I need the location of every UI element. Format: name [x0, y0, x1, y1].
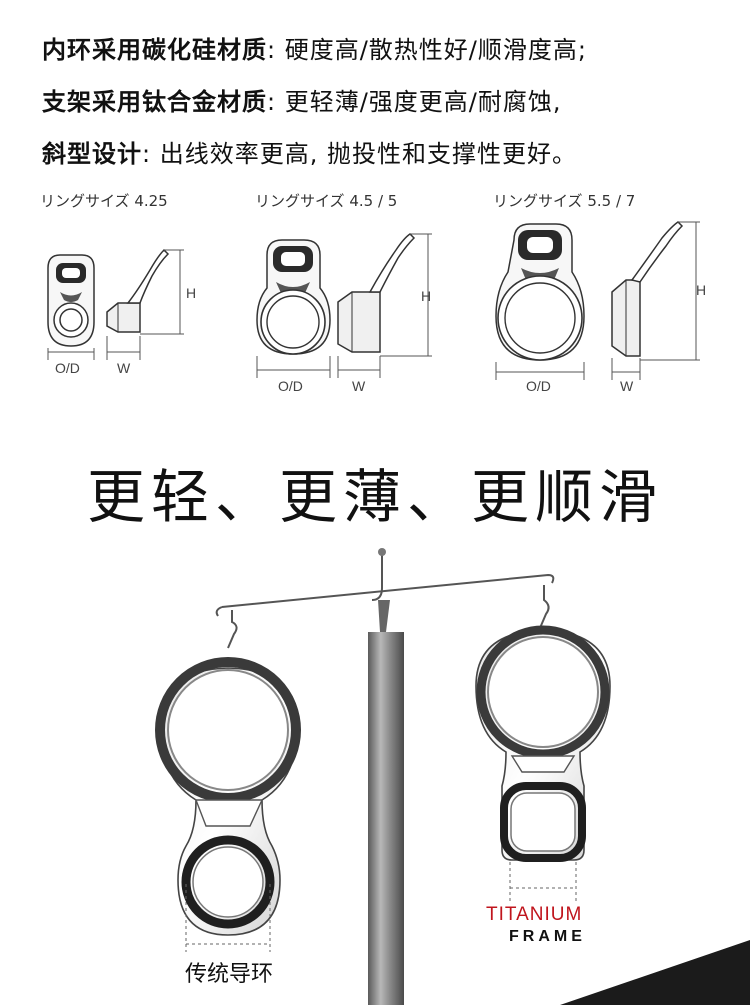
top-hook: [371, 552, 383, 601]
h-label-1: H: [186, 285, 197, 301]
od-label-1: O/D: [55, 360, 80, 376]
left-hanger: [227, 610, 238, 649]
ring-diagram-medium-side: [337, 233, 416, 353]
ring-diagram-large-front: [495, 223, 585, 361]
h-label-2: H: [421, 288, 432, 304]
headline: 更轻、更薄、更顺滑: [86, 463, 663, 531]
dimension-lines-3: [495, 221, 700, 380]
spec-line-1: 内环采用碳化硅材质: 硬度高/散热性好/顺滑度高;: [42, 30, 587, 65]
right-hanger: [539, 585, 550, 629]
ring-diagram-large-side: [611, 221, 684, 357]
spec-label: 斜型设计: [42, 140, 142, 168]
ring-diagram-small-side: [106, 248, 170, 333]
w-label-3: W: [620, 378, 634, 394]
right-guide-dimension: [509, 862, 577, 904]
traditional-guide-ring: [155, 657, 301, 936]
ring-size-label-2: リングサイズ 4.5 / 5: [255, 192, 398, 210]
spec-value: 硬度高/散热性好/顺滑度高;: [276, 36, 587, 64]
spec-separator: :: [267, 36, 277, 64]
od-label-3: O/D: [526, 378, 551, 394]
titanium-guide-ring: [475, 625, 611, 862]
ring-size-label-3: リングサイズ 5.5 / 7: [493, 192, 636, 210]
corner-decoration: [560, 940, 750, 1005]
w-label-2: W: [352, 378, 366, 394]
frame-caption: FRAME: [509, 928, 586, 945]
scale-pole: [368, 632, 404, 1005]
spec-value: 更轻薄/强度更高/耐腐蚀,: [276, 88, 562, 116]
dimension-lines-2: [256, 233, 432, 378]
w-label-1: W: [117, 360, 131, 376]
traditional-guide-caption: 传统导环: [185, 962, 274, 987]
ring-diagram-medium-front: [256, 239, 331, 355]
h-label-3: H: [696, 282, 707, 298]
ring-size-label-1: リングサイズ 4.25: [40, 192, 168, 210]
spec-label: 内环采用碳化硅材质: [42, 36, 267, 64]
left-guide-dimension: [185, 884, 271, 952]
spec-separator: :: [142, 140, 152, 168]
spec-line-3: 斜型设计: 出线效率更高, 抛投性和支撑性更好。: [42, 134, 577, 169]
dimension-lines-1: [47, 249, 184, 360]
titanium-caption: TITANIUM: [486, 904, 583, 925]
spec-value: 出线效率更高, 抛投性和支撑性更好。: [151, 140, 577, 168]
balance-beam: [221, 573, 555, 608]
od-label-2: O/D: [278, 378, 303, 394]
spec-separator: :: [267, 88, 277, 116]
spec-line-2: 支架采用钛合金材质: 更轻薄/强度更高/耐腐蚀,: [42, 82, 562, 117]
ring-diagram-small-front: [47, 254, 95, 347]
spec-label: 支架采用钛合金材质: [42, 88, 267, 116]
